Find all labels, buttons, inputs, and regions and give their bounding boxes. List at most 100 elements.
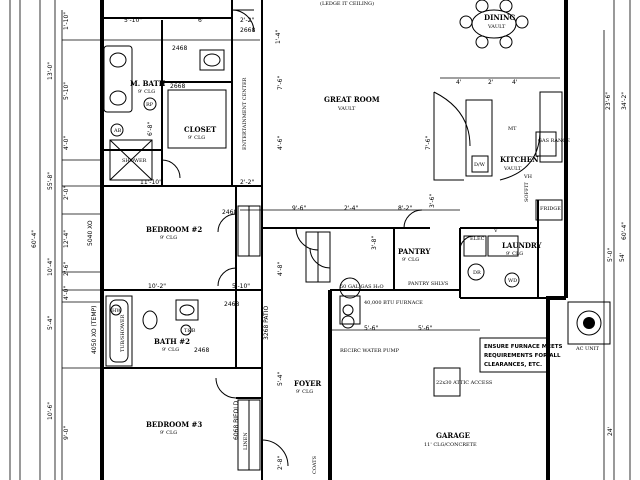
- dim-2468b: 2468: [222, 209, 237, 216]
- dim-5-4b: 5'-4": [277, 372, 284, 386]
- dim-5-10c: 5'-10": [63, 82, 70, 100]
- dim-23-6: 23'-6": [605, 92, 612, 110]
- dim-10-2: 10'-2": [148, 283, 166, 290]
- dim-2668b: 2668: [170, 83, 185, 90]
- dim-9-0: 9'-0": [63, 426, 70, 440]
- room-m-bath-sub: 9' CLG: [138, 89, 155, 95]
- room-bath2-sub: 9' CLG: [162, 347, 179, 353]
- room-foyer-sub: 9' CLG: [296, 389, 313, 395]
- label-rp: RP: [146, 102, 154, 108]
- label-wd: WD: [508, 278, 517, 284]
- label-dryer: DR: [473, 270, 481, 276]
- label-v: V: [493, 228, 498, 234]
- room-kitchen-sub: VAULT: [503, 166, 522, 172]
- dim-10-6: 10'-6": [47, 402, 54, 420]
- label-entertainment-center: ENTERTAINMENT CENTER: [242, 77, 248, 150]
- dim-3-8: 3'-8": [371, 236, 378, 250]
- dim-2-0: 2'-0": [63, 186, 70, 200]
- note-line-3: CLEARANCES, ETC.: [484, 362, 542, 368]
- room-garage: GARAGE: [436, 431, 470, 440]
- dim-2-2a: 2'-2": [240, 17, 254, 24]
- dim-6-8: 6'-8": [147, 122, 154, 136]
- dim-8-2: 8'-2": [398, 205, 412, 212]
- dim-11-10: 11'-10": [140, 179, 162, 186]
- dim-4b: 4': [512, 79, 518, 86]
- label-linen: LINEN: [243, 432, 249, 450]
- dim-2-6: 2'-6": [63, 262, 70, 276]
- dim-3-6: 3'-6": [429, 194, 436, 208]
- dim-5-6b: 5'-6": [418, 325, 432, 332]
- room-foyer: FOYER: [294, 379, 321, 388]
- dim-5-6: 5'-6": [364, 325, 378, 332]
- dim-2668a: 2668: [240, 27, 255, 34]
- master-bath-fixtures: [103, 45, 227, 181]
- room-kitchen: KITCHEN: [500, 155, 539, 164]
- room-laundry: LAUNDRY: [502, 241, 543, 250]
- room-laundry-sub: 9' CLG: [506, 251, 523, 257]
- fixture-labels: ENTERTAINMENT CENTER SHOWER TUB/SHOWER P…: [112, 0, 600, 474]
- label-recirc-pump: RECIRC WATER PUMP: [340, 348, 400, 354]
- dim-9-6: 9'-6": [292, 205, 306, 212]
- dim-4-6: 4'-6": [277, 136, 284, 150]
- dim-1-4: 1'-4": [275, 30, 282, 44]
- label-elec: ELEC: [470, 236, 485, 242]
- dim-5040: 5040 XO: [87, 220, 94, 246]
- dim-2468c: 2468: [194, 347, 209, 354]
- room-bath2: BATH #2: [154, 337, 190, 346]
- label-ab: AB: [113, 128, 122, 134]
- dim-60-4a: 60'-4": [31, 230, 38, 248]
- label-attic-access: 22x30 ATTIC ACCESS: [436, 380, 493, 386]
- dim-54: 54': [619, 252, 626, 262]
- door-swings: [161, 9, 475, 467]
- label-hw: HW: [112, 308, 122, 314]
- room-pantry: PANTRY: [398, 247, 431, 256]
- kitchen-counters: [433, 91, 563, 221]
- dining-table: [459, 0, 529, 49]
- bath2-fixtures: [105, 295, 199, 367]
- room-pantry-sub: 9' CLG: [402, 257, 419, 263]
- dimension-labels: 5'-10" 6' 2'-2" 2668 2468 2668 11'-10" 2…: [31, 12, 628, 470]
- label-pantry-shelves: PANTRY SHLVS: [408, 281, 449, 287]
- label-ac-unit: AC UNIT: [575, 346, 600, 352]
- room-closet: CLOSET: [184, 125, 217, 134]
- room-bedroom3-sub: 9' CLG: [160, 430, 177, 436]
- outer-dimension-lines: [9, 0, 631, 480]
- label-furnace: 40,000 BTU FURNACE: [364, 300, 423, 306]
- dim-2468d: 2468: [224, 301, 239, 308]
- dim-7-6b: 7'-6": [277, 76, 284, 90]
- attic-access-box: [433, 367, 461, 397]
- dim-4a: 4': [456, 79, 462, 86]
- room-dining-sub: VAULT: [487, 24, 506, 30]
- dim-5-0: 5'-0": [607, 248, 614, 262]
- room-great-room: GREAT ROOM: [324, 95, 380, 104]
- dim-7-6: 7'-6": [425, 136, 432, 150]
- dim-5-4a: 5'-4": [47, 316, 54, 330]
- room-dining: DINING: [484, 13, 515, 22]
- label-vh: VH: [523, 174, 533, 180]
- dim-4-8: 4'-8": [277, 262, 284, 276]
- dim-55-8: 55'-8": [47, 172, 54, 190]
- room-m-bath: M. BATH: [130, 79, 166, 88]
- label-mt: MT: [508, 126, 517, 132]
- label-wall-note: (LEDGE IT CEILING): [320, 0, 374, 7]
- furnace-note: ENSURE FURNACE MEETS REQUIREMENTS FOR AL…: [479, 337, 562, 373]
- dim-13-0: 13'-0": [47, 62, 54, 80]
- dim-6068: 6068 BIFOLD: [233, 400, 240, 440]
- room-bedroom3: BEDROOM #3: [146, 420, 202, 429]
- label-gas-range: GAS RANGE: [538, 138, 570, 144]
- dim-60-4b: 60'-4": [621, 222, 628, 240]
- dim-5-10: 5'-10": [124, 17, 142, 24]
- note-line-1: ENSURE FURNACE MEETS: [484, 344, 562, 350]
- dim-6: 6': [198, 17, 204, 24]
- room-closet-sub: 9' CLG: [188, 135, 205, 141]
- closet-hatch: [237, 205, 331, 471]
- label-gas-water-heater: 50 GAL GAS H₂O: [340, 284, 384, 290]
- mechanical-equipment: [339, 235, 611, 345]
- dim-3268: 3268 PATIO: [263, 306, 270, 340]
- dim-4050: 4050 XO (TEMP): [91, 306, 98, 354]
- label-soffit: SOFFIT: [524, 182, 530, 202]
- label-dishwasher: D/W: [474, 162, 486, 168]
- dim-1-10: 1'-10": [63, 12, 70, 30]
- dim-2-8: 2'-8": [277, 456, 284, 470]
